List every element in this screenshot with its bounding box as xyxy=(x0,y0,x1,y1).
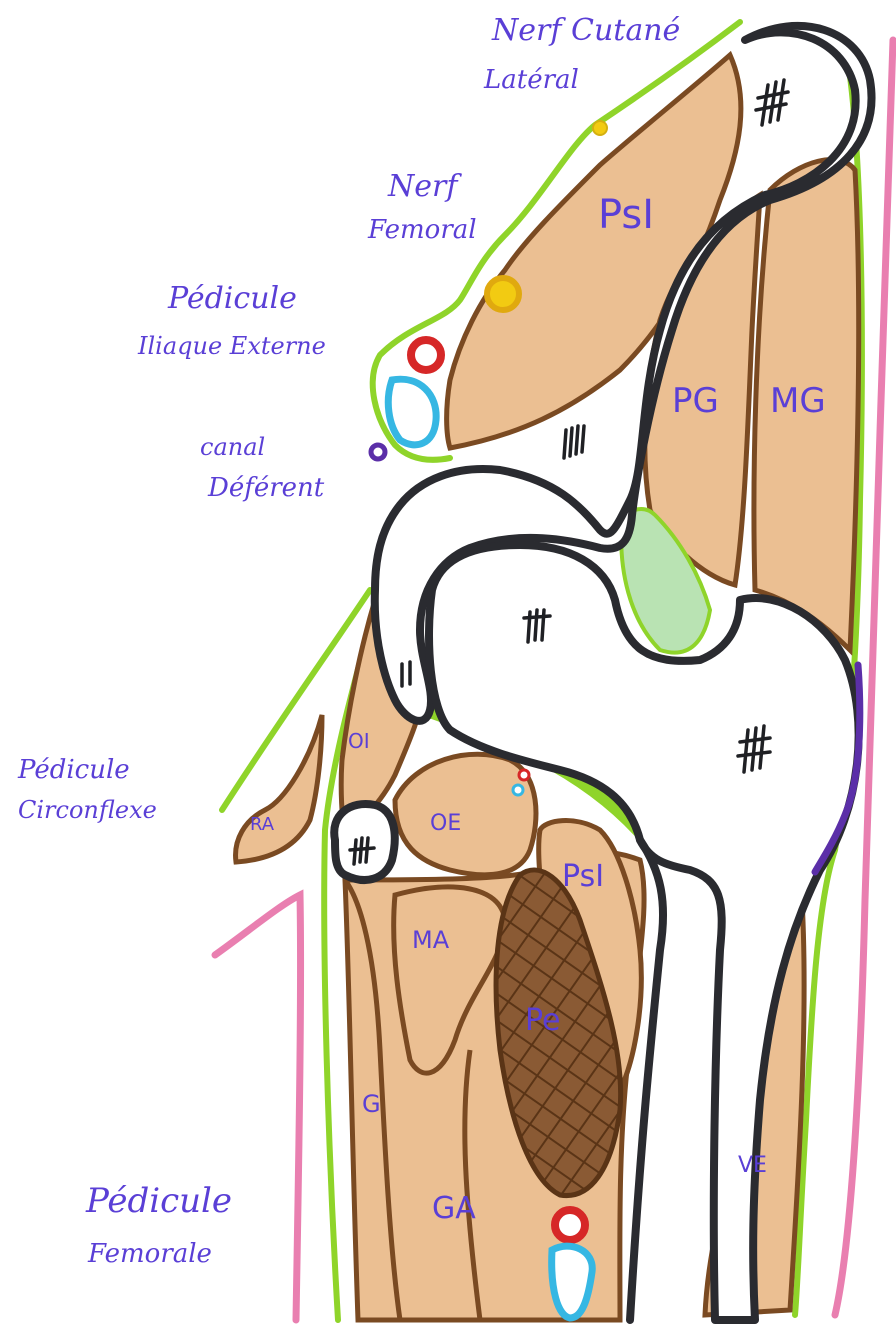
annotation-pedicule-circonflexe-1: Pédicule xyxy=(17,755,130,785)
label-obturateur-externe: OE xyxy=(430,811,461,836)
label-psoas-upper: PsI xyxy=(598,192,654,238)
label-vaste-externe: VE xyxy=(738,1153,767,1178)
annotation-nerf-cutane-1: Nerf Cutané xyxy=(491,13,680,48)
muscle-droit-anterieur xyxy=(236,715,322,862)
artere-femorale xyxy=(555,1210,585,1240)
label-pectine: Pe xyxy=(525,1003,560,1038)
label-moyen-fessier: MG xyxy=(770,381,826,421)
annotation-pedicule-iliaque-2: Iliaque Externe xyxy=(137,332,326,360)
veine-iliaque-externe xyxy=(388,379,436,445)
label-psoas-lower: PsI xyxy=(562,859,604,894)
label-moyen-adducteur: MA xyxy=(412,926,450,954)
skin-line-left xyxy=(215,895,301,1320)
annotation-pedicule-iliaque-1: Pédicule xyxy=(167,281,297,316)
annotation-canal-deferent-1: canal xyxy=(200,433,265,461)
label-grand-adducteur: GA xyxy=(432,1191,476,1226)
veine-circonflexe xyxy=(513,785,523,795)
label-petit-fessier: PG xyxy=(672,381,719,421)
annotation-nerf-femoral-2: Femoral xyxy=(367,215,477,245)
nerf-femoral xyxy=(487,278,519,310)
label-gracile: G xyxy=(362,1090,381,1118)
bone-pubis xyxy=(334,804,395,880)
annotation-nerf-cutane-2: Latéral xyxy=(483,65,579,95)
artere-iliaque-externe xyxy=(411,340,441,370)
label-obturateur-interne: OI xyxy=(348,729,370,753)
hatch-iliac xyxy=(756,80,788,125)
canal-deferent xyxy=(371,445,385,459)
annotation-pedicule-femoral-1: Pédicule xyxy=(85,1181,232,1221)
artere-circonflexe xyxy=(519,770,529,780)
nerf-cutane-lateral xyxy=(593,121,607,135)
hatch-acetabulum xyxy=(564,426,584,458)
annotation-nerf-femoral-1: Nerf xyxy=(387,169,462,204)
label-droit-anterieur: RA xyxy=(250,814,275,835)
veine-femorale xyxy=(552,1246,593,1318)
muscle-obturateur-externe xyxy=(395,754,536,875)
annotation-pedicule-femoral-2: Femorale xyxy=(87,1239,212,1269)
annotation-pedicule-circonflexe-2: Circonflexe xyxy=(18,796,157,824)
annotation-canal-deferent-2: Déférent xyxy=(207,473,325,503)
